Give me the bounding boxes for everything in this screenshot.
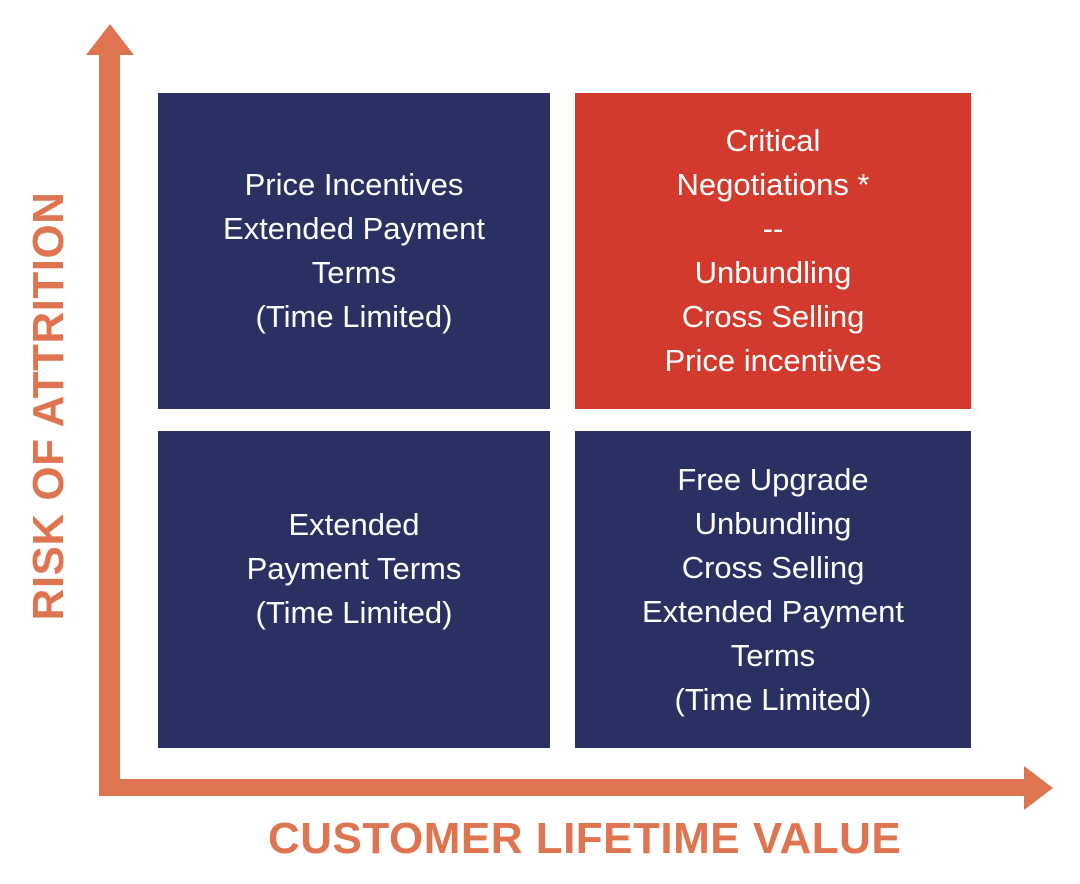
x-axis-line xyxy=(99,779,1025,796)
quadrant-line: Unbundling xyxy=(694,505,852,541)
y-axis-line xyxy=(99,50,120,795)
quadrant-line: Terms xyxy=(730,637,816,673)
quadrant-line: Extended xyxy=(288,506,420,542)
quadrant-line: (Time Limited) xyxy=(255,594,453,630)
y-axis-label: RISK OF ATTRITION xyxy=(24,191,73,621)
quadrant-text-block: Critical Negotiations * -- Unbundling Cr… xyxy=(575,119,971,383)
quadrant-line: Extended Payment xyxy=(223,211,485,246)
quadrant-top-right: Critical Negotiations * -- Unbundling Cr… xyxy=(575,93,971,409)
quadrant-line: Payment Terms xyxy=(246,550,462,586)
quadrant-line: (Time Limited) xyxy=(255,299,453,334)
quadrant-top-left: Price Incentives Extended Payment Terms … xyxy=(158,93,550,409)
quadrant-line: Price Incentives xyxy=(244,167,464,202)
quadrant-bottom-left: Extended Payment Terms (Time Limited) xyxy=(158,431,550,748)
quadrant-bottom-right: Free Upgrade Unbundling Cross Selling Ex… xyxy=(575,431,971,748)
quadrant-line: Price incentives xyxy=(664,343,882,378)
quadrant-line: Free Upgrade xyxy=(677,461,869,497)
quadrant-line: Cross Selling xyxy=(681,299,865,334)
quadrant-line: Critical xyxy=(725,123,821,158)
y-axis-arrowhead-icon xyxy=(86,24,134,55)
quadrant-line: (Time Limited) xyxy=(674,681,872,717)
x-axis-label: CUSTOMER LIFETIME VALUE xyxy=(268,814,902,863)
quadrant-line: -- xyxy=(762,211,784,246)
x-axis-arrowhead-icon xyxy=(1024,766,1053,810)
quadrant-line: Extended Payment xyxy=(642,593,904,629)
quadrant-line: Unbundling xyxy=(694,255,852,290)
quadrant-text-block: Extended Payment Terms (Time Limited) xyxy=(158,503,550,635)
quadrant-text-block: Free Upgrade Unbundling Cross Selling Ex… xyxy=(575,458,971,722)
quadrant-line: Negotiations * xyxy=(676,167,870,202)
quadrant-text-block: Price Incentives Extended Payment Terms … xyxy=(158,163,550,339)
quadrant-line: Cross Selling xyxy=(681,549,865,585)
quadrant-line: Terms xyxy=(311,255,397,290)
